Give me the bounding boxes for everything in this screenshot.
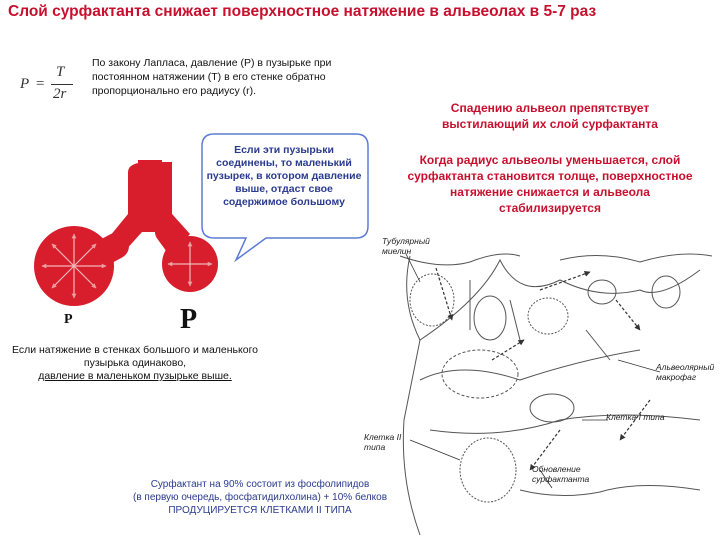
tubular-myelin-label: Тубулярный миелин: [382, 236, 442, 256]
small-bubble-pressure-label: P: [64, 312, 73, 328]
connected-bubbles: [34, 160, 218, 306]
macrophage-label: Альвеолярный макрофаг: [656, 362, 720, 382]
cell-type2-label: Клетка II типа: [364, 432, 424, 452]
process-arrows: [436, 268, 650, 470]
cell-type1-label: Клетка I типа: [606, 412, 666, 422]
note-line1: Сурфактант на 90% состоит из фосфолипидо…: [80, 478, 440, 491]
large-bubble-pressure-label: P: [180, 304, 197, 336]
alveolus-sketch: [400, 254, 712, 535]
bubble-stem: [138, 160, 162, 176]
surfactant-composition-note: Сурфактант на 90% состоит из фосфолипидо…: [80, 478, 440, 517]
note-line2: (в первую очередь, фосфатидилхолина) + 1…: [80, 491, 440, 504]
tension-line2: давление в маленьком пузырьке выше.: [4, 370, 266, 383]
callout-text: Если эти пузырьки соединены, то маленьки…: [204, 144, 364, 209]
tension-line1: Если натяжение в стенках большого и мале…: [4, 344, 266, 370]
surfactant-renewal-label: Обновление сурфактанта: [532, 464, 612, 484]
note-line3: ПРОДУЦИРУЕТСЯ КЛЕТКАМИ II ТИПА: [80, 504, 440, 517]
tension-text: Если натяжение в стенках большого и мале…: [4, 344, 266, 383]
label-pointers: [406, 254, 660, 488]
